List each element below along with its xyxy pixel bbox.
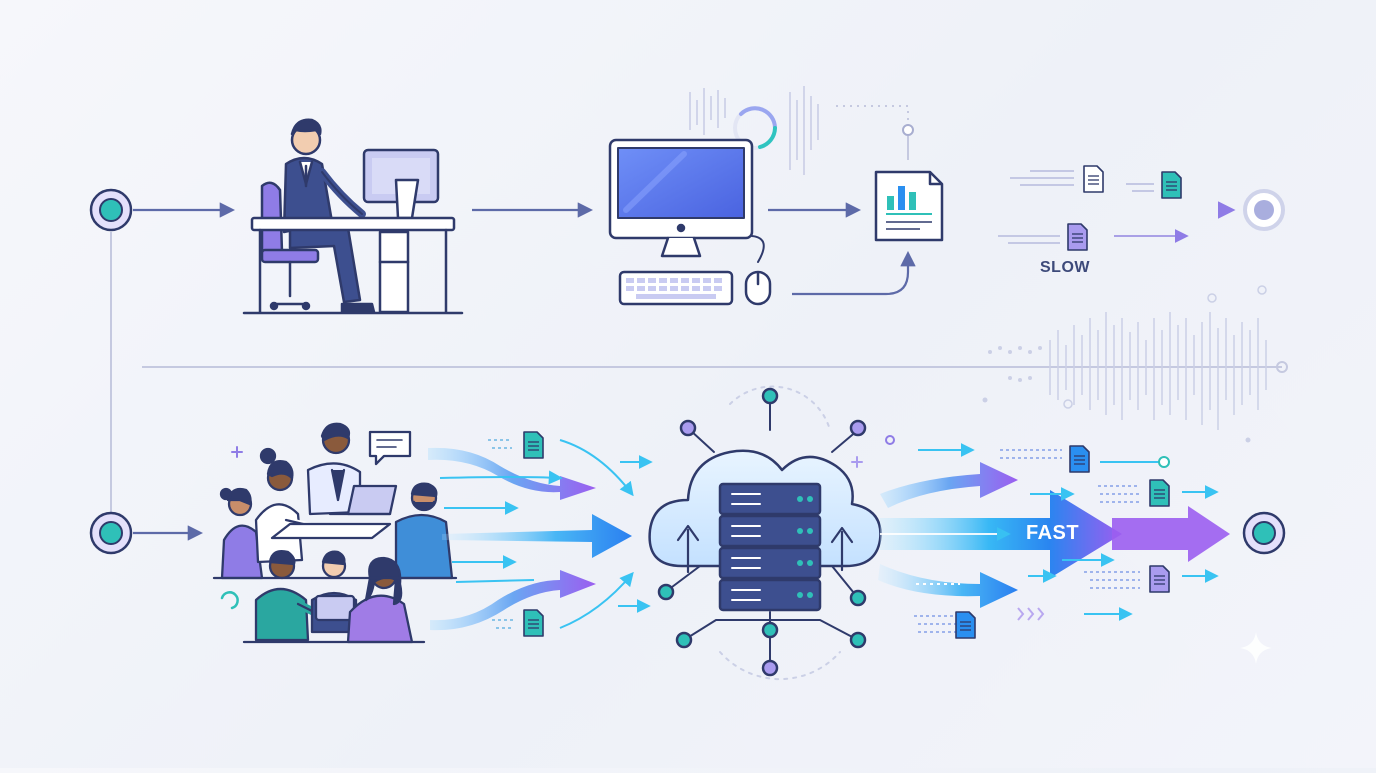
arrow-top-return bbox=[792, 250, 916, 296]
start-node-bottom bbox=[89, 511, 133, 555]
document-icon bbox=[1161, 171, 1182, 199]
data-noise-decoration-right bbox=[1049, 312, 1267, 430]
document-icon bbox=[955, 611, 976, 639]
dot-decoration-right bbox=[982, 285, 1267, 443]
person-at-desk-icon bbox=[242, 118, 464, 315]
desktop-computer-icon bbox=[608, 138, 772, 306]
document-icon bbox=[523, 431, 544, 459]
document-icon bbox=[1149, 479, 1170, 507]
start-node-top bbox=[89, 188, 133, 232]
document-icon bbox=[1149, 565, 1170, 593]
slow-label: SLOW bbox=[1040, 259, 1090, 276]
document-icon bbox=[1069, 445, 1090, 473]
chat-bubble-icon bbox=[368, 430, 412, 466]
fast-output-streams bbox=[878, 443, 1230, 633]
sparkle-icon bbox=[1240, 632, 1272, 664]
team-meeting-icon bbox=[212, 422, 458, 644]
fast-input-streams bbox=[428, 439, 653, 631]
slow-flow-streams bbox=[958, 170, 1236, 244]
signal-line-decoration bbox=[836, 105, 914, 160]
data-noise-decoration-top bbox=[689, 86, 819, 175]
cloud-server-icon bbox=[648, 385, 895, 681]
loading-ring-icon bbox=[733, 106, 777, 150]
end-node-bottom bbox=[1242, 511, 1286, 555]
end-node-top bbox=[1243, 189, 1285, 231]
divider-line bbox=[142, 361, 1288, 373]
report-document-icon bbox=[874, 170, 944, 242]
document-icon bbox=[1067, 223, 1088, 251]
document-icon bbox=[1083, 165, 1104, 193]
fast-label: FAST bbox=[1026, 522, 1080, 544]
document-icon bbox=[523, 609, 544, 637]
